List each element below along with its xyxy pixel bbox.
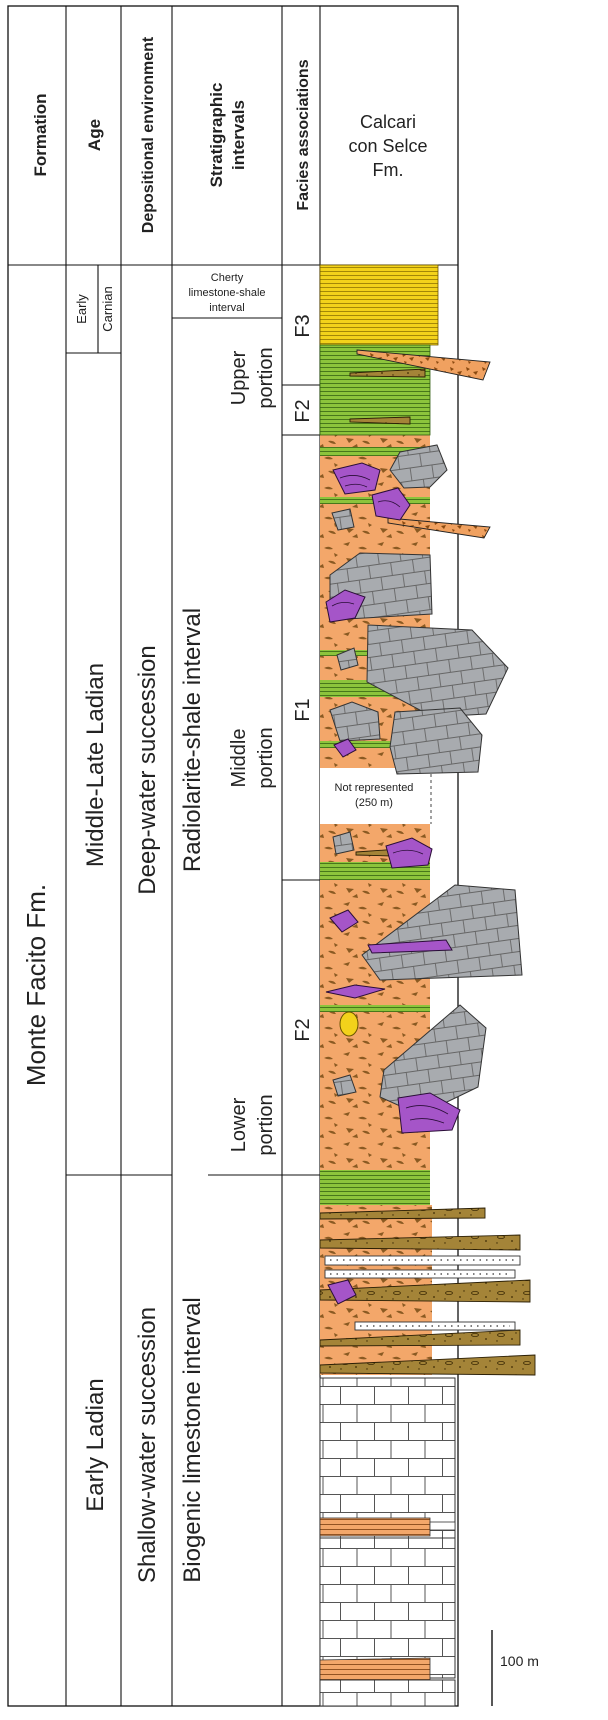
- top-unit-line1: Calcari: [360, 112, 416, 132]
- environment-shallow-water: Shallow-water succession: [134, 1307, 161, 1583]
- formation-column: Monte Facito Fm.: [21, 884, 51, 1086]
- interval-cherty-line3: interval: [209, 302, 244, 314]
- interval-radiolarite-shale: Radiolarite-shale interval: [179, 608, 206, 872]
- interval-middle-portion-line1: Middle: [228, 729, 250, 788]
- lithologic-log: Not represented (250 m): [320, 265, 535, 1706]
- header-facies-associations: Facies associations: [295, 59, 312, 210]
- chert-nodule: [340, 1012, 358, 1036]
- yellow-chert-layer: [320, 265, 438, 345]
- gap-not-represented: [320, 768, 432, 824]
- shallow-limestone-middle: [320, 1538, 455, 1678]
- age-column: Early Carnian Middle-Late Ladian Early L…: [74, 286, 115, 1511]
- header-depositional-environment: Depositional environment: [140, 36, 157, 233]
- shallow-limestone-lower: [320, 1680, 455, 1706]
- top-unit-line2: con Selce: [348, 136, 427, 156]
- age-early-carnian-line2: Carnian: [100, 286, 115, 332]
- shallow-limestone-upper: [320, 1378, 455, 1538]
- interval-biogenic-limestone: Biogenic limestone interval: [179, 1297, 206, 1582]
- scale-bar-label: 100 m: [500, 1653, 539, 1669]
- facies-f1: F1: [292, 698, 314, 721]
- orange-interbed-2: [320, 1658, 430, 1680]
- formation-name: Monte Facito Fm.: [21, 884, 51, 1086]
- facies-f3: F3: [292, 314, 314, 337]
- facies-f2-lower: F2: [292, 1018, 314, 1041]
- interval-cherty-line2: limestone-shale: [188, 287, 265, 299]
- interval-middle-portion-line2: portion: [255, 727, 277, 788]
- top-unit-line3: Fm.: [373, 160, 404, 180]
- facies-f2-upper: F2: [292, 399, 314, 422]
- header-age: Age: [85, 119, 104, 151]
- age-early-carnian-line1: Early: [74, 294, 89, 324]
- interval-upper-portion-line1: Upper: [228, 350, 250, 405]
- intervals-column: Cherty limestone-shale interval Upper po…: [179, 272, 277, 1583]
- header-stratigraphic-intervals-line1: Stratigraphic: [207, 83, 226, 188]
- facies-column: F3 F2 F1 F2: [292, 314, 314, 1041]
- environment-deep-water: Deep-water succession: [134, 645, 161, 894]
- gap-label-line2: (250 m): [355, 797, 393, 809]
- scale-bar: 100 m: [492, 1630, 539, 1706]
- gap-label-line1: Not represented: [335, 782, 414, 794]
- header-stratigraphic-intervals-line2: intervals: [229, 100, 248, 170]
- interval-upper-portion-line2: portion: [255, 347, 277, 408]
- header-formation: Formation: [31, 93, 50, 176]
- orange-interbed-1: [320, 1518, 430, 1536]
- environment-column: Deep-water succession Shallow-water succ…: [134, 645, 161, 1583]
- header-row: Formation Age Depositional environment S…: [31, 36, 428, 233]
- age-middle-late-ladian: Middle-Late Ladian: [82, 663, 109, 867]
- interval-lower-portion-line2: portion: [255, 1094, 277, 1155]
- interval-cherty-line1: Cherty: [211, 272, 244, 284]
- interval-lower-portion-line1: Lower: [228, 1097, 250, 1152]
- age-early-ladian: Early Ladian: [82, 1378, 109, 1511]
